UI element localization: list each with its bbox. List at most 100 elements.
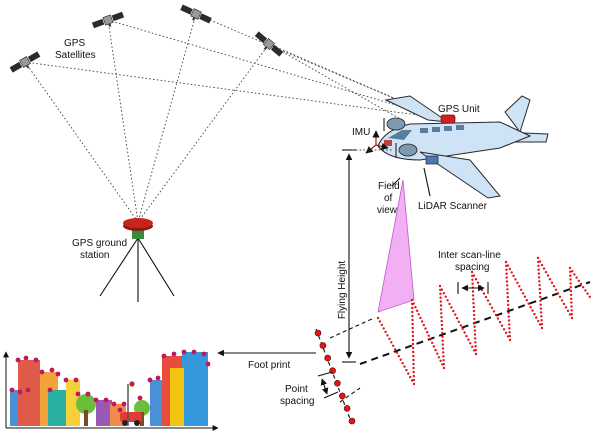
scan-dot bbox=[482, 292, 486, 295]
scan-dot bbox=[504, 331, 508, 334]
imu-axes bbox=[365, 130, 389, 154]
scan-dot bbox=[474, 341, 477, 344]
aircraft bbox=[377, 95, 549, 199]
city-point-dot bbox=[171, 351, 177, 357]
scan-dot bbox=[569, 282, 572, 285]
scan-dot bbox=[392, 344, 395, 347]
scan-dot bbox=[436, 352, 439, 355]
scan-dot bbox=[440, 319, 443, 323]
scan-dot bbox=[542, 267, 546, 270]
scan-dot bbox=[496, 317, 500, 320]
scan-dot bbox=[442, 362, 445, 366]
city-point-dot bbox=[63, 377, 69, 383]
scan-dot bbox=[411, 314, 414, 318]
scan-dot bbox=[521, 292, 525, 295]
scan-dot bbox=[424, 327, 427, 330]
scan-dot bbox=[512, 274, 515, 278]
scan-dot bbox=[390, 341, 393, 344]
scan-dot bbox=[506, 299, 510, 303]
scan-dot bbox=[507, 307, 510, 310]
scan-dot bbox=[506, 335, 510, 338]
scan-dot bbox=[546, 274, 550, 277]
scan-dot bbox=[570, 309, 573, 312]
city-point-dot bbox=[33, 357, 39, 363]
scan-dot bbox=[544, 270, 548, 274]
scan-dot bbox=[488, 303, 492, 306]
scan-dot bbox=[554, 288, 558, 291]
scan-dot bbox=[405, 368, 408, 372]
city-point-dot bbox=[9, 387, 15, 393]
scan-dot bbox=[507, 303, 510, 307]
scan-dot bbox=[504, 260, 508, 264]
scan-dot bbox=[507, 315, 510, 318]
scan-dot bbox=[471, 345, 474, 348]
city-illustration bbox=[2, 351, 219, 431]
scan-dot bbox=[440, 288, 444, 291]
scan-dot bbox=[454, 313, 457, 316]
satellite-1 bbox=[9, 51, 41, 73]
city-point-dot bbox=[15, 357, 21, 363]
scan-dot bbox=[490, 306, 494, 309]
scan-dot bbox=[438, 284, 442, 288]
city-point-dot bbox=[147, 377, 153, 383]
scan-dot bbox=[506, 295, 509, 299]
city-point-dot bbox=[161, 353, 167, 359]
scan-dot bbox=[525, 299, 528, 302]
imu-label: IMU bbox=[352, 127, 370, 138]
scan-dot bbox=[537, 264, 540, 267]
scan-dot bbox=[540, 322, 543, 326]
scan-dot bbox=[474, 337, 477, 340]
scan-dot bbox=[473, 329, 477, 332]
scan-dot bbox=[442, 366, 446, 370]
scan-dot bbox=[579, 282, 583, 286]
scan-dot bbox=[401, 362, 404, 365]
scan-dot bbox=[439, 359, 442, 362]
footprint-line bbox=[314, 328, 356, 425]
scan-dot bbox=[412, 366, 415, 370]
scan-dot bbox=[442, 351, 445, 354]
scan-dot bbox=[376, 316, 380, 320]
scan-dot bbox=[538, 284, 541, 287]
scan-dot bbox=[471, 274, 474, 278]
scan-dot bbox=[411, 310, 414, 314]
scan-dot bbox=[570, 301, 573, 304]
scan-dot bbox=[539, 303, 542, 306]
scan-dot bbox=[502, 328, 506, 331]
scan-dot bbox=[506, 292, 509, 295]
scan-dot bbox=[539, 311, 543, 314]
scan-dot bbox=[386, 334, 389, 337]
city-point-returns bbox=[9, 349, 211, 413]
scan-dot bbox=[570, 305, 573, 308]
scan-dot bbox=[426, 331, 429, 334]
scan-dot bbox=[480, 288, 484, 292]
scan-dot bbox=[505, 268, 508, 271]
scan-dot bbox=[380, 323, 383, 327]
footprint-dot bbox=[343, 405, 351, 412]
scan-dot bbox=[472, 298, 475, 301]
scan-dot bbox=[474, 278, 478, 281]
scan-dot bbox=[465, 334, 468, 338]
scan-dot bbox=[586, 292, 589, 295]
inter-scan-label-line2: spacing bbox=[455, 262, 489, 273]
point-spacing-label-line2: spacing bbox=[280, 396, 314, 407]
scan-dot bbox=[469, 342, 472, 345]
city-point-dot bbox=[25, 387, 31, 393]
scan-dot bbox=[508, 331, 511, 334]
scan-dot bbox=[566, 309, 570, 313]
scan-dot bbox=[397, 355, 400, 358]
scan-dot bbox=[472, 313, 476, 317]
city-point-dot bbox=[111, 401, 117, 407]
scan-dot bbox=[411, 338, 415, 342]
city-point-dot bbox=[181, 349, 187, 355]
scan-dot bbox=[414, 306, 417, 309]
gps-unit-label: GPS Unit bbox=[438, 104, 480, 115]
scan-dot bbox=[505, 272, 508, 275]
footprint-dot bbox=[334, 379, 341, 387]
city-point-dot bbox=[17, 389, 23, 395]
scan-dot bbox=[470, 270, 474, 274]
scan-dot bbox=[473, 317, 476, 321]
scan-dot bbox=[558, 295, 562, 298]
scan-dot bbox=[378, 320, 382, 323]
scan-dot bbox=[442, 355, 445, 358]
